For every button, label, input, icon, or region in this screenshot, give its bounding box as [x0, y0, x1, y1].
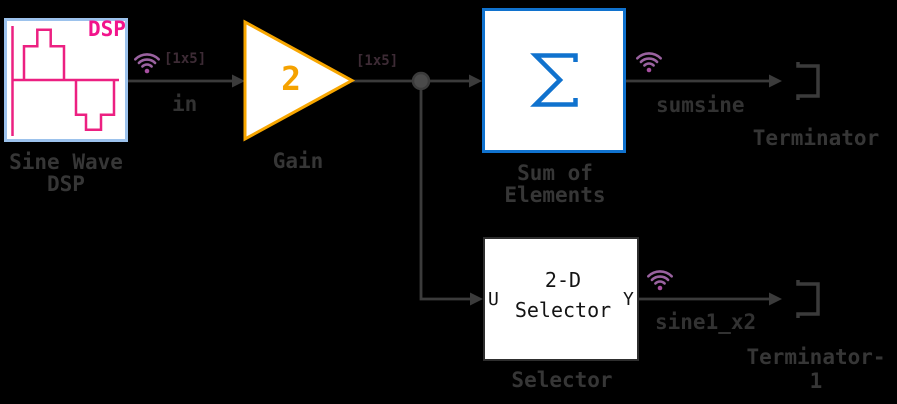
selector-block-content: 2-D Selector: [515, 265, 611, 325]
wifi-icon-sine1-x2[interactable]: [647, 270, 673, 291]
wifi-icon-in[interactable]: [134, 53, 160, 74]
wifi-icon-sumsine[interactable]: [636, 52, 662, 73]
sum-of-elements-block-label[interactable]: Sum of Elements: [504, 162, 605, 206]
gain-triangle[interactable]: [243, 19, 356, 142]
terminator-block-label[interactable]: Terminator: [752, 126, 880, 150]
selector-content-line1: 2-D: [544, 268, 582, 292]
staircase-sine-icon: [11, 26, 119, 136]
signal-dimension-gain-out: [1x5]: [356, 53, 399, 69]
sine-wave-block-label[interactable]: Sine Wave DSP: [9, 151, 123, 195]
sum-label-line2: Elements: [504, 183, 606, 207]
terminator-bracket-icon[interactable]: [796, 62, 820, 100]
gain-block-label[interactable]: Gain: [272, 149, 324, 173]
terminator1-label-line2: 1: [809, 369, 823, 393]
arrowhead-into-terminator: [769, 74, 782, 88]
arrowhead-into-selector: [470, 292, 483, 306]
signal-name-sumsine[interactable]: sumsine: [656, 93, 745, 117]
sigma-icon: [530, 53, 578, 107]
sine-wave-label-line2: DSP: [47, 172, 85, 196]
selector-block[interactable]: [483, 237, 639, 361]
selector-block-label[interactable]: Selector: [511, 368, 613, 392]
signal-dimension-in: [1x5]: [164, 51, 207, 67]
arrowhead-into-gain: [232, 74, 245, 88]
signal-name-in[interactable]: in: [172, 92, 198, 116]
wire-branch-to-selector[interactable]: [419, 81, 471, 301]
sum-of-elements-block[interactable]: [482, 8, 626, 153]
terminator1-label-line1: Terminator-: [746, 345, 886, 369]
arrowhead-into-sum: [469, 74, 482, 88]
sum-label-line1: Sum of: [517, 161, 593, 185]
signal-name-sine1-x2[interactable]: sine1_x2: [655, 310, 757, 334]
selector-output-port-label: Y: [623, 289, 634, 310]
selector-input-port-label: U: [488, 289, 499, 310]
arrowhead-into-terminator1: [769, 292, 782, 306]
branch-point-dot[interactable]: [411, 71, 431, 91]
gain-value: 2: [281, 59, 301, 98]
selector-content-line2: Selector: [514, 298, 612, 322]
dsp-badge: DSP: [88, 17, 126, 41]
terminator1-bracket-icon[interactable]: [796, 280, 820, 318]
terminator1-block-label[interactable]: Terminator- 1: [746, 345, 885, 393]
sine-wave-label-line1: Sine Wave: [9, 150, 123, 174]
